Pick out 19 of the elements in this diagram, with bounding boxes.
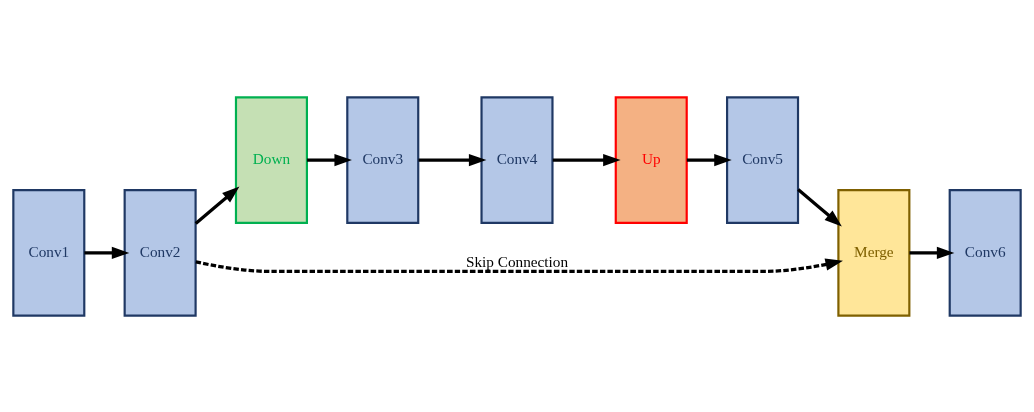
edge-label: Skip Connection (465, 252, 569, 270)
arrow (307, 153, 352, 166)
arrow (686, 153, 732, 166)
arrow (195, 257, 843, 273)
arrow (84, 246, 130, 259)
node-box: Conv1 (12, 188, 86, 317)
node-box: Conv4 (480, 95, 554, 224)
arrow (194, 185, 240, 225)
node-box: Merge (837, 188, 911, 317)
arrow (909, 246, 955, 259)
arrow (418, 153, 487, 166)
node-box: Conv3 (346, 95, 420, 224)
node-box: Conv2 (123, 188, 197, 317)
arrow (552, 153, 621, 166)
node-box: Up (614, 95, 688, 224)
node-box: Conv5 (726, 95, 800, 224)
node-box: Conv6 (948, 188, 1022, 317)
arrow (797, 187, 842, 227)
node-box: Down (234, 95, 308, 224)
